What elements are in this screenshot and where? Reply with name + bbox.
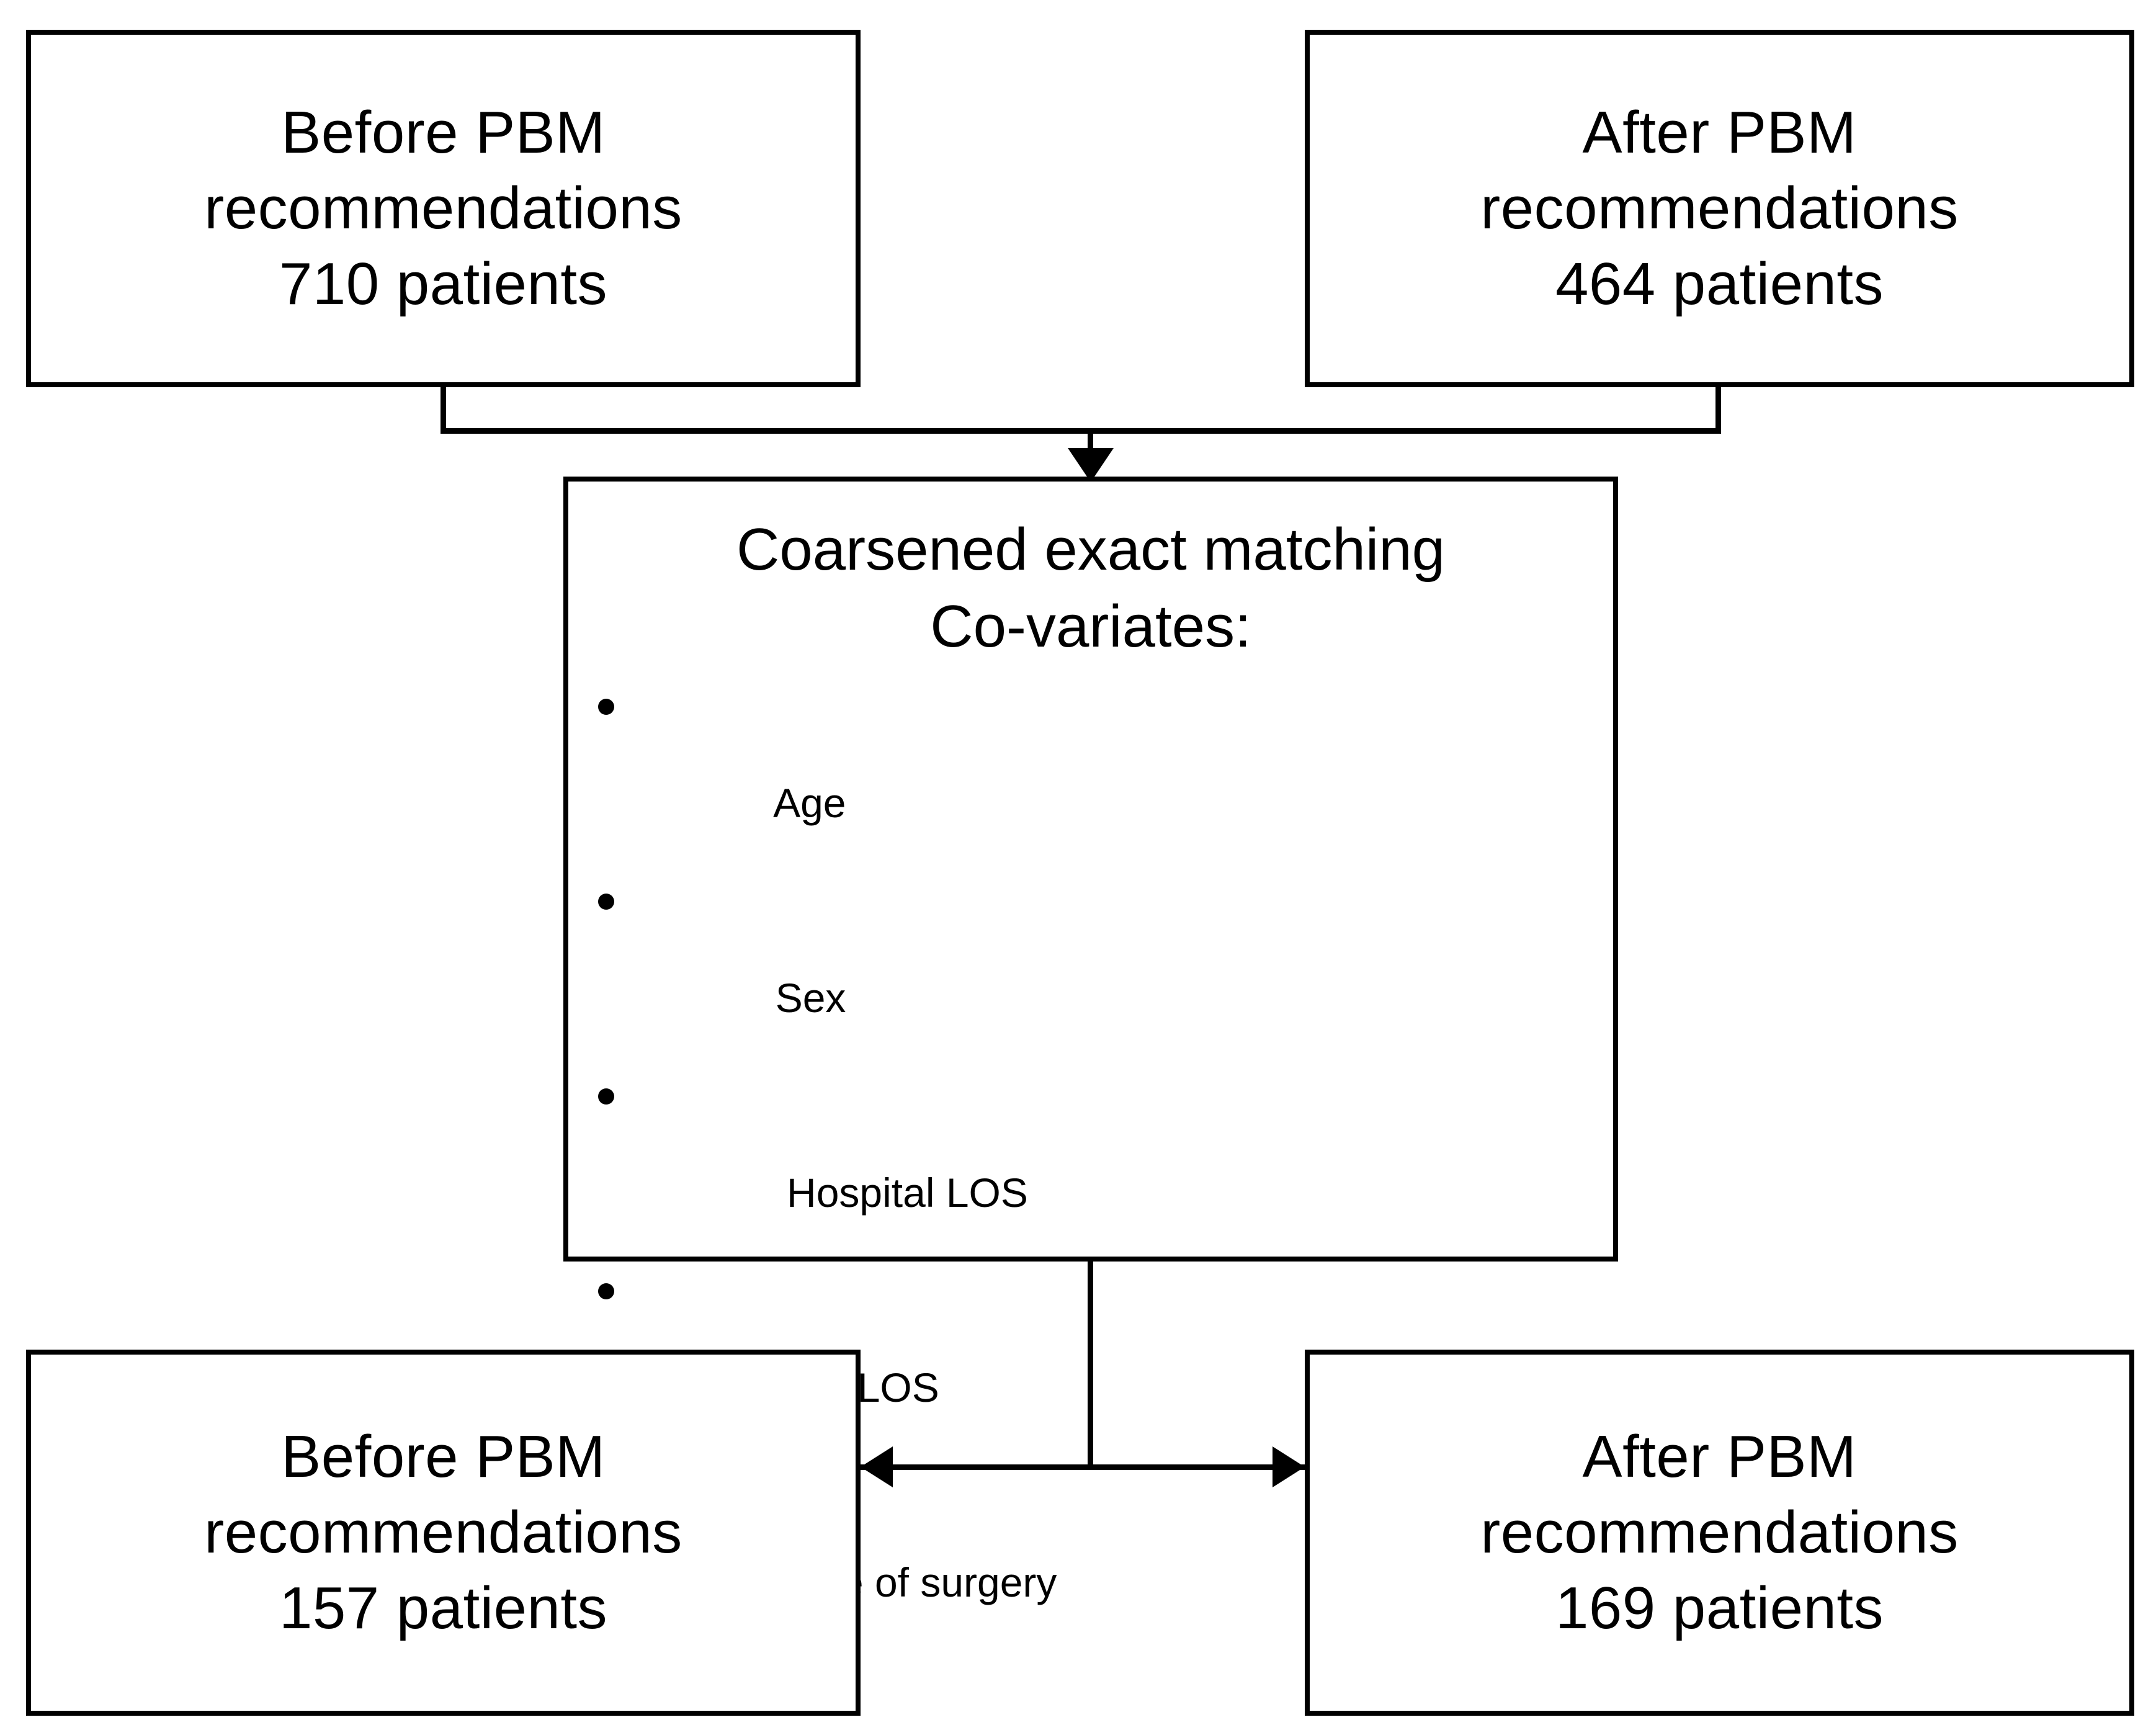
covariate-label: Sex	[775, 974, 846, 1021]
matching-title-line2: Co-variates:	[930, 593, 1251, 660]
list-item: Sex	[568, 876, 1613, 1071]
bullet-icon	[598, 1283, 614, 1300]
arrow-right-icon	[1273, 1446, 1305, 1487]
covariate-label: Hospital LOS	[775, 1169, 1028, 1216]
node-before-pbm-top: Before PBM recommendations 710 patients	[26, 30, 861, 387]
node-before-pbm-top-line1: Before PBM	[281, 99, 606, 166]
connector-after-top-down	[1715, 383, 1721, 433]
node-after-pbm-top: After PBM recommendations 464 patients	[1305, 30, 2134, 387]
matching-title-line1: Coarsened exact matching	[736, 516, 1445, 583]
node-before-pbm-bottom: Before PBM recommendations 157 patients	[26, 1350, 861, 1716]
node-before-pbm-top-line3: 710 patients	[279, 250, 608, 317]
node-after-pbm-top-line1: After PBM	[1582, 99, 1857, 166]
node-before-pbm-top-line2: recommendations	[204, 175, 682, 242]
connector-bus-to-matching	[1088, 428, 1093, 467]
bullet-icon	[598, 698, 614, 715]
node-after-pbm-bottom-line1: After PBM	[1582, 1423, 1857, 1490]
node-after-pbm-top-line2: recommendations	[1480, 175, 1959, 242]
node-before-pbm-bottom-line1: Before PBM	[281, 1423, 606, 1490]
node-coarsened-exact-matching: Coarsened exact matching Co-variates: Ag…	[563, 477, 1618, 1690]
node-after-pbm-top-line3: 464 patients	[1555, 250, 1884, 317]
connector-matching-down	[1088, 1258, 1093, 1467]
covariate-label: Age	[773, 779, 846, 826]
list-item: Age	[568, 681, 1613, 876]
bullet-icon	[598, 1088, 614, 1105]
list-item: Hospital LOS	[568, 1071, 1613, 1266]
node-before-pbm-bottom-line3: 157 patients	[279, 1574, 608, 1641]
node-after-pbm-bottom: After PBM recommendations 169 patients	[1305, 1350, 2134, 1716]
arrow-down-icon	[1068, 448, 1114, 482]
node-before-pbm-bottom-line2: recommendations	[204, 1499, 682, 1566]
connector-before-top-down	[441, 383, 446, 433]
connector-top-horizontal-bus	[441, 428, 1721, 434]
node-after-pbm-bottom-line3: 169 patients	[1555, 1574, 1884, 1641]
node-after-pbm-bottom-line2: recommendations	[1480, 1499, 1959, 1566]
connector-bottom-horizontal-bus	[861, 1464, 1305, 1470]
arrow-left-icon	[861, 1446, 893, 1487]
bullet-icon	[598, 893, 614, 910]
